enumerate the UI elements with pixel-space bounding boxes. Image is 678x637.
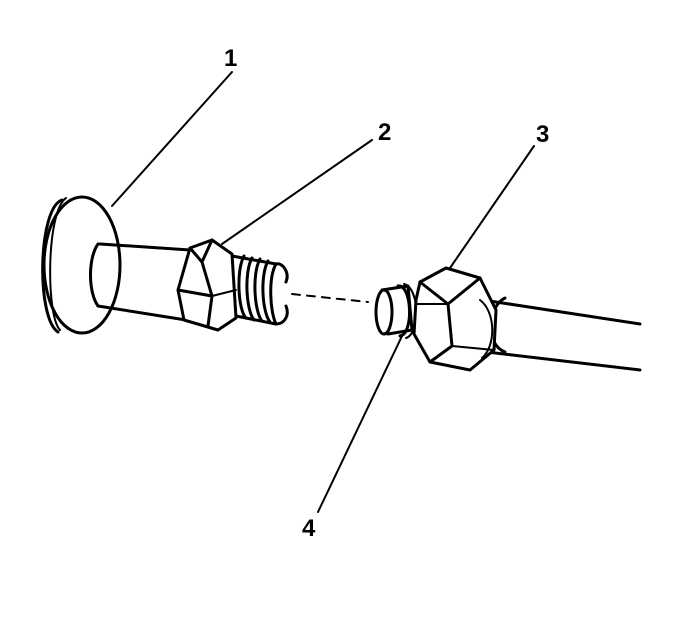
callout-leaders: [111, 71, 535, 513]
tube-hex-nut: [176, 238, 238, 332]
callout-4: 4: [302, 515, 316, 542]
flare-seat: [374, 283, 418, 339]
leader-2: [221, 139, 373, 245]
leader-4: [317, 335, 403, 513]
centerline: [291, 293, 369, 303]
left-tube: [89, 242, 192, 322]
callout-3: 3: [536, 121, 549, 148]
threaded-stem: [230, 254, 289, 326]
callout-2: 2: [378, 119, 391, 146]
callout-1: 1: [224, 45, 237, 72]
flare-nut: [412, 266, 498, 372]
leader-1: [111, 71, 233, 207]
flange-disc: [41, 195, 122, 335]
callout-labels: 1 2 3 4: [224, 45, 549, 542]
leader-3: [449, 145, 535, 269]
